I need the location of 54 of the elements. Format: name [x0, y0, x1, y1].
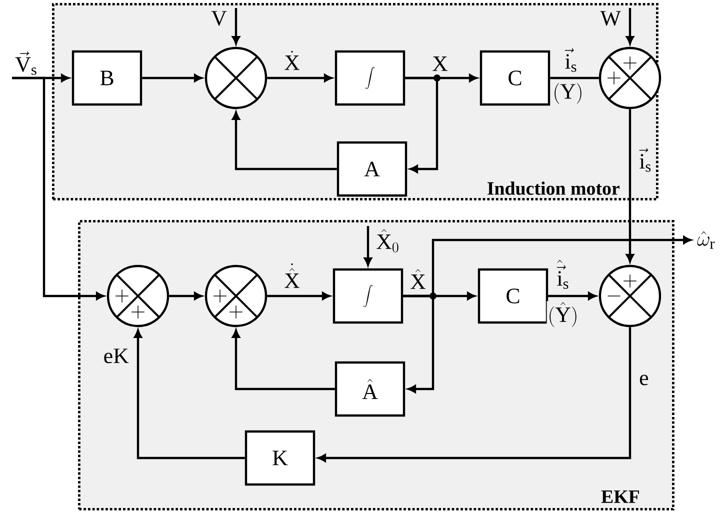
block-box: $\mathrm{K}$	[244, 430, 316, 486]
block-box: $\int$	[334, 50, 406, 106]
signal-label: $(\mathrm{Y})$	[552, 82, 584, 105]
edge-label: $\mathrm{eK}$	[102, 348, 130, 364]
block-box: $\mathrm{A}$	[336, 141, 408, 197]
arrow	[232, 112, 337, 170]
edge-label: $\hat{\vec{\mathrm{i}}}_{\mathrm{s}}$	[556, 258, 570, 290]
block-box: $\hat{\mathrm{A}}$	[334, 361, 406, 417]
panel-heading: Induction motor	[488, 182, 620, 195]
arrow	[548, 292, 596, 300]
summing-junction	[598, 46, 662, 110]
edge-label: $\mathrm{X}$	[431, 56, 449, 72]
sign: $+$	[132, 306, 144, 318]
sign: $+$	[624, 56, 636, 70]
block-box: $\int$	[332, 268, 404, 324]
arrow	[12, 76, 104, 300]
sign: $+$	[624, 274, 636, 288]
edge-label: $\hat{\mathrm{X}}$	[409, 268, 427, 290]
arrow	[267, 74, 332, 82]
signal-label: $(\hat{\mathrm{Y}})$	[546, 301, 580, 328]
sign: $+$	[116, 290, 128, 302]
summing-junction	[204, 46, 268, 110]
sign: $+$	[608, 72, 620, 84]
signal-label: $\mathrm{W}$	[600, 11, 621, 26]
summing-junction	[598, 264, 662, 328]
sign: $+$	[230, 306, 242, 318]
arrow	[318, 327, 632, 462]
summing-junction	[106, 264, 170, 328]
edge-label: $\mathrm{e}$	[638, 374, 650, 386]
arrow	[142, 74, 202, 82]
arrow	[405, 76, 438, 173]
block-box: $\mathrm{C}$	[478, 268, 548, 324]
signal-label: $\mathrm{V}$	[211, 11, 227, 26]
sign: $+$	[214, 290, 226, 302]
arrow	[232, 330, 335, 390]
arrow	[232, 8, 240, 44]
block-box: $\mathrm{C}$	[480, 50, 550, 106]
arrow	[626, 109, 634, 262]
arrow	[134, 330, 245, 460]
arrow	[364, 226, 372, 266]
summing-junction	[204, 264, 268, 328]
arrow	[403, 294, 434, 393]
edge-label: $\dot{\hat{\mathrm{X}}}$	[283, 262, 301, 289]
arrow	[169, 292, 202, 300]
arrow	[267, 292, 330, 300]
arrow	[626, 8, 634, 44]
panel-heading: EKF	[601, 490, 639, 503]
signal-label: $\vec{\mathrm{V}}_{\mathrm{s}}$	[15, 51, 36, 75]
signal-label: $\hat{\omega}_{\mathrm{r}}$	[697, 231, 715, 249]
edge-label: $\dot{\mathrm{X}}$	[283, 50, 301, 71]
edge-label: $\vec{\mathrm{i}}_{\mathrm{s}}$	[638, 147, 653, 173]
signal-label: $\hat{\mathrm{X}}_{0}$	[376, 229, 398, 252]
edge-label: $\vec{\mathrm{i}}_{\mathrm{s}}$	[564, 47, 578, 73]
block-box: $\mathrm{B}$	[72, 50, 142, 106]
